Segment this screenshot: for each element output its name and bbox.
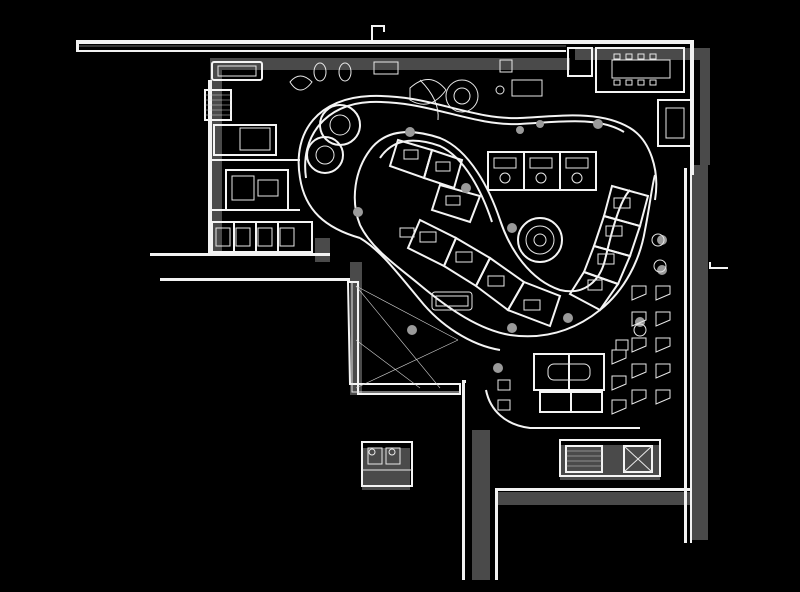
south-service-core (559, 439, 661, 477)
north-lounge (289, 59, 543, 121)
west-service-wing (204, 61, 313, 253)
open-workstations (611, 233, 671, 415)
south-meeting-rooms (485, 339, 640, 429)
restroom-lower (361, 441, 413, 487)
atrium-void (346, 281, 461, 395)
cellular-offices (388, 138, 650, 328)
boardroom (567, 47, 693, 147)
curved-core (297, 94, 658, 351)
